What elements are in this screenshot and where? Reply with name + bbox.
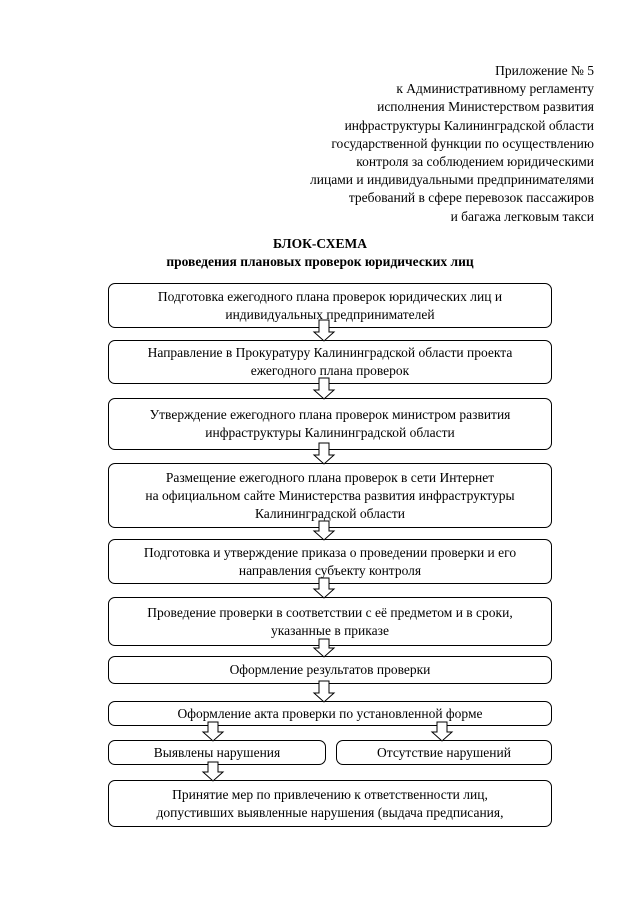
appendix-line: инфраструктуры Калининградской области [344, 117, 594, 133]
branch-violations-box: Выявлены нарушения [108, 740, 326, 765]
step-text: Размещение ежегодного плана проверок в с… [165, 469, 495, 485]
down-arrow-icon [312, 442, 336, 465]
down-arrow-icon [312, 638, 336, 658]
step-text: направления субъекту контроля [238, 562, 422, 578]
appendix-line: лицами и индивидуальными предпринимателя… [310, 172, 594, 188]
down-arrow-icon [312, 319, 336, 342]
down-arrow-icon [312, 377, 336, 400]
branch-no-violations-box: Отсутствие нарушений [336, 740, 552, 765]
down-arrow-icon [312, 520, 336, 541]
diagram-subtitle: проведения плановых проверок юридических… [166, 254, 474, 269]
step-box-4: Размещение ежегодного плана проверок в с… [108, 463, 552, 528]
step-box-3: Утверждение ежегодного плана проверок ми… [108, 398, 552, 450]
appendix-line: исполнения Министерством развития [377, 99, 594, 115]
step-box-7: Оформление результатов проверки [108, 656, 552, 684]
step-box-5: Подготовка и утверждение приказа о прове… [108, 539, 552, 584]
step-text: Оформление результатов проверки [229, 662, 431, 677]
down-arrow-icon [201, 761, 225, 782]
final-step-text: допустивших выявленные нарушения (выдача… [156, 804, 504, 820]
step-text: Утверждение ежегодного плана проверок ми… [149, 407, 511, 422]
step-box-1: Подготовка ежегодного плана проверок юри… [108, 283, 552, 328]
appendix-line: Приложение № 5 [495, 63, 594, 78]
appendix-line: и багажа легковым такси [450, 208, 594, 224]
step-text: Подготовка ежегодного плана проверок юри… [157, 288, 503, 304]
step-text: Калининградской области [254, 505, 406, 521]
appendix-line: к Административному регламенту [396, 81, 594, 97]
down-arrow-icon [201, 721, 225, 742]
appendix-line: контроля за соблюдением юридическими [356, 154, 594, 170]
step-box-6: Проведение проверки в соответствии с её … [108, 597, 552, 646]
down-arrow-icon [312, 577, 336, 599]
step-text: инфраструктуры Калининградской области [205, 425, 455, 440]
step-box-8: Оформление акта проверки по установленно… [108, 701, 552, 726]
appendix-header: Приложение № 5 к Административному регла… [174, 62, 594, 226]
step-text: ежегодного плана проверок [250, 363, 410, 378]
down-arrow-icon [430, 721, 454, 742]
step-text: Подготовка и утверждение приказа о прове… [143, 544, 517, 560]
final-step-text: Принятие мер по привлечению к ответствен… [172, 786, 488, 802]
step-text: Проведение проверки в соответствии с её … [147, 604, 513, 620]
step-text: Оформление акта проверки по установленно… [177, 705, 483, 721]
branch-violations-text: Выявлены нарушения [153, 744, 281, 760]
branch-no-violations-text: Отсутствие нарушений [377, 744, 511, 760]
diagram-title: БЛОК-СХЕМА [272, 236, 368, 251]
step-box-2: Направление в Прокуратуру Калининградско… [108, 340, 552, 384]
step-text: на официальном сайте Министерства развит… [145, 487, 515, 503]
step-text: индивидуальных предпринимателей [225, 306, 435, 322]
down-arrow-icon [312, 680, 336, 703]
step-text: указанные в приказе [271, 622, 389, 638]
final-step-box: Принятие мер по привлечению к ответствен… [108, 780, 552, 827]
step-text: Направление в Прокуратуру Калининградско… [147, 345, 513, 360]
appendix-line: требований в сфере перевозок пассажиров [348, 190, 594, 206]
appendix-line: государственной функции по осуществлению [331, 135, 594, 151]
